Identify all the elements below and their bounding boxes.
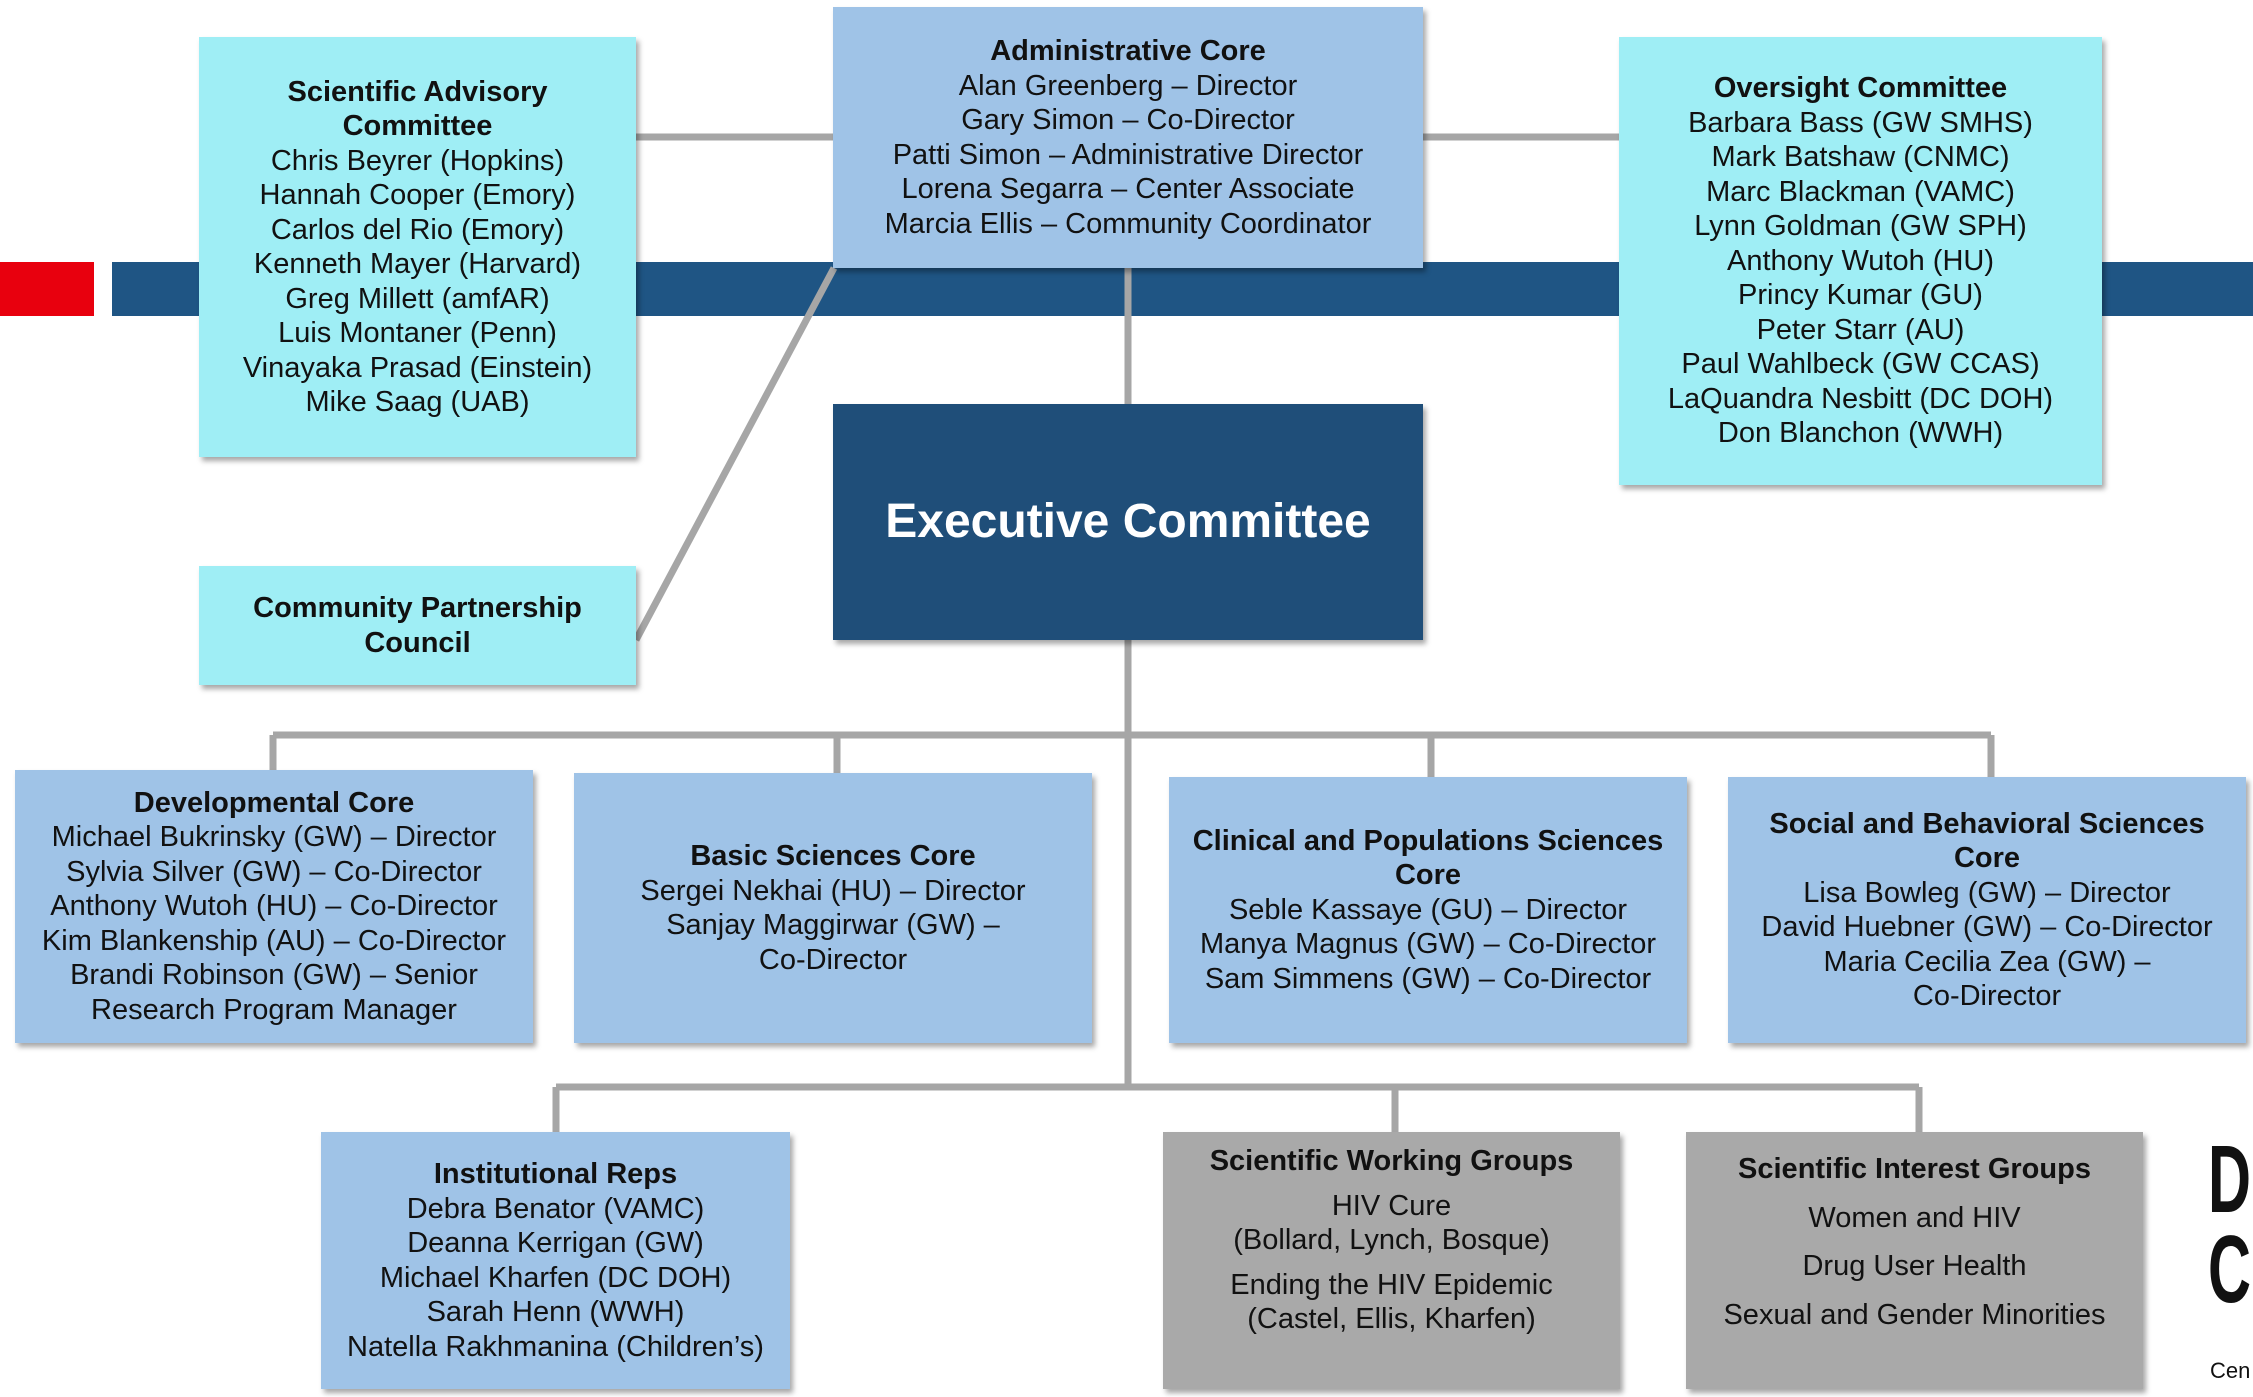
member-line: Michael Bukrinsky (GW) – Director [51, 821, 497, 854]
red-accent [0, 262, 94, 316]
member-line: Lorena Segarra – Center Associate [901, 173, 1355, 205]
administrative-core-box: Administrative Core Alan Greenberg – Dir… [833, 7, 1423, 268]
member-line: Deanna Kerrigan (GW) [407, 1227, 704, 1259]
group-name: HIV Cure [1331, 1189, 1452, 1222]
member-line: Natella Rakhmanina (Children’s) [347, 1330, 764, 1363]
box-title: Committee [342, 110, 493, 142]
member-line: David Huebner (GW) – Co-Director [1761, 911, 2213, 943]
member-line: Carlos del Rio (Emory) [270, 213, 565, 246]
member-line: Lynn Goldman (GW SPH) [1694, 210, 2027, 243]
council-connector [632, 266, 838, 642]
community-partnership-council-box: Community Partnership Council [199, 566, 636, 685]
scientific-interest-groups-box: Scientific Interest Groups Women and HIV… [1686, 1132, 2143, 1389]
member-line: Brandi Robinson (GW) – Senior [70, 959, 478, 992]
member-line: Hannah Cooper (Emory) [259, 179, 576, 211]
box-title: Social and Behavioral Sciences [1769, 807, 2205, 840]
member-line: Mike Saag (UAB) [305, 386, 530, 418]
box-title: Core [1953, 842, 2021, 874]
basic-sciences-core-box: Basic Sciences Core Sergei Nekhai (HU) –… [574, 773, 1092, 1043]
brand-subtitle-fragment: Cen [2210, 1358, 2251, 1383]
member-line: Marc Blackman (VAMC) [1706, 175, 2015, 208]
interest-group: Women and HIV [1808, 1201, 2021, 1234]
member-line: Sergei Nekhai (HU) – Director [640, 874, 1026, 907]
member-line: Co-Director [1912, 980, 2062, 1012]
member-line: Gary Simon – Co-Director [961, 104, 1295, 136]
box-title: Council [364, 626, 471, 659]
member-line: Luis Montaner (Penn) [278, 317, 557, 349]
group-leads: (Bollard, Lynch, Bosque) [1233, 1224, 1550, 1256]
oversight-committee-box: Oversight Committee Barbara Bass (GW SMH… [1619, 37, 2102, 485]
executive-committee-box: Executive Committee [833, 404, 1423, 640]
member-line: Paul Wahlbeck (GW CCAS) [1681, 348, 2040, 381]
box-title: Developmental Core [133, 786, 415, 819]
box-title: Institutional Reps [433, 1158, 678, 1190]
member-line: Lisa Bowleg (GW) – Director [1803, 876, 2171, 909]
member-line: Kenneth Mayer (Harvard) [253, 248, 582, 280]
institutional-reps-box: Institutional Reps Debra Benator (VAMC) … [321, 1132, 790, 1389]
social-behavioral-core-box: Social and Behavioral Sciences Core Lisa… [1728, 777, 2246, 1043]
box-title: Scientific Working Groups [1209, 1145, 1574, 1177]
box-title: Scientific Interest Groups [1738, 1153, 2091, 1185]
clinical-populations-core-box: Clinical and Populations Sciences Core S… [1169, 777, 1687, 1043]
brand-letter-d: D [2208, 1126, 2251, 1233]
box-title: Executive Committee [885, 495, 1371, 548]
member-line: Sarah Henn (WWH) [426, 1296, 685, 1328]
group-leads: (Castel, Ellis, Kharfen) [1247, 1303, 1536, 1335]
member-line: Princy Kumar (GU) [1738, 279, 1983, 312]
member-line: Co-Director [758, 943, 908, 976]
member-line: LaQuandra Nesbitt (DC DOH) [1667, 382, 2054, 415]
box-title: Clinical and Populations Sciences [1192, 824, 1664, 857]
member-line: Marcia Ellis – Community Coordinator [884, 207, 1372, 240]
member-line: Anthony Wutoh (HU) [1726, 244, 1995, 277]
member-line: Greg Millett (amfAR) [285, 282, 550, 315]
group-name: Ending the HIV Epidemic [1230, 1268, 1553, 1301]
box-title: Administrative Core [990, 35, 1266, 67]
interest-group: Drug User Health [1802, 1250, 2027, 1282]
member-line: Maria Cecilia Zea (GW) – [1823, 945, 2151, 978]
member-line: Vinayaka Prasad (Einstein) [242, 351, 593, 384]
member-line: Michael Kharfen (DC DOH) [379, 1261, 732, 1294]
box-title: Community Partnership [253, 592, 582, 624]
member-line: Barbara Bass (GW SMHS) [1688, 106, 2033, 139]
scientific-working-groups-box: Scientific Working Groups HIV Cure (Boll… [1163, 1132, 1620, 1389]
interest-group: Sexual and Gender Minorities [1723, 1298, 2106, 1331]
member-line: Anthony Wutoh (HU) – Co-Director [50, 890, 498, 923]
member-line: Patti Simon – Administrative Director [892, 138, 1364, 171]
member-line: Sanjay Maggirwar (GW) – [666, 909, 1000, 941]
box-title: Core [1394, 859, 1462, 892]
brand-letter-c: C [2208, 1216, 2251, 1323]
member-line: Alan Greenberg – Director [958, 69, 1298, 102]
member-line: Seble Kassaye (GU) – Director [1228, 893, 1628, 926]
scientific-advisory-committee-box: Scientific Advisory Committee Chris Beyr… [199, 37, 636, 457]
member-line: Sam Simmens (GW) – Co-Director [1204, 962, 1652, 995]
working-group: HIV Cure (Bollard, Lynch, Bosque) [1233, 1189, 1549, 1258]
member-line: Manya Magnus (GW) – Co-Director [1199, 928, 1657, 961]
box-title: Scientific Advisory [287, 75, 548, 108]
working-group: Ending the HIV Epidemic (Castel, Ellis, … [1230, 1268, 1552, 1337]
member-line: Chris Beyrer (Hopkins) [270, 144, 565, 177]
member-line: Kim Blankenship (AU) – Co-Director [41, 924, 507, 957]
member-line: Mark Batshaw (CNMC) [1711, 141, 2010, 174]
developmental-core-box: Developmental Core Michael Bukrinsky (GW… [15, 770, 533, 1043]
box-title: Oversight Committee [1713, 72, 2008, 105]
box-title: Basic Sciences Core [690, 840, 976, 872]
member-line: Debra Benator (VAMC) [406, 1192, 705, 1225]
member-line: Don Blanchon (WWH) [1717, 417, 2004, 450]
member-line: Research Program Manager [91, 993, 457, 1026]
member-line: Sylvia Silver (GW) – Co-Director [66, 855, 482, 888]
member-line: Peter Starr (AU) [1756, 313, 1965, 346]
